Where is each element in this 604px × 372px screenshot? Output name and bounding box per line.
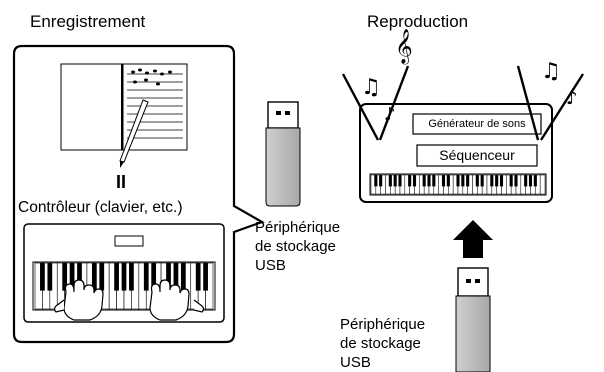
pen-icon [119,99,149,168]
note-head [133,80,137,84]
keyboard-controller-icon [23,223,225,323]
eighth-note-icon: ♪ [384,104,396,125]
usb-stick-1-body [265,127,301,207]
note-head [145,71,149,75]
usb-device-1-label-line-3: USB [255,257,286,274]
note-head [131,70,135,74]
note-head [168,70,172,74]
usb-stick-1-connector [267,101,299,129]
separator-symbol: II [116,172,127,192]
usb-stick-1-icon [265,101,301,207]
black-key [173,263,179,291]
score-staff-lines [127,73,183,139]
black-key [91,263,97,291]
white-key [539,174,546,195]
keyboard-black-keys [40,263,208,291]
black-key [62,263,68,291]
eighth-note-icon: ♪ [566,88,578,109]
usb-device-2-label-line-1: Périphérique [340,316,426,333]
black-key [456,175,460,187]
black-key [461,175,465,187]
black-key [480,175,484,187]
note-head [160,72,164,76]
black-key [533,175,537,187]
usb-stick-2-icon [455,267,491,372]
sequencer-box [416,144,538,167]
black-key [143,263,149,291]
beamed-note-icon: ♫ [361,75,381,100]
score-left-page [60,63,124,151]
usb-device-2-label: Périphérique de stockage USB [340,315,425,372]
black-key [408,175,412,187]
black-key [475,175,479,187]
treble-clef-icon: 𝄞 [395,29,413,65]
usb-stick-2-connector [457,267,489,297]
black-key [412,175,417,187]
black-key [490,175,494,187]
black-key [40,263,45,291]
black-key [114,263,119,291]
black-key [514,175,518,187]
black-key [398,175,402,187]
usb-device-1-label-line-2: de stockage [255,238,336,255]
black-key [180,263,186,291]
score-notes [131,68,172,86]
black-key [77,263,82,291]
tone-generator-label: Générateur de sons [428,118,526,130]
note-head [138,68,142,72]
instrument-black-keys [374,175,537,187]
sound-lines-left-icon [341,65,410,141]
black-key [393,175,397,187]
black-key [99,263,105,291]
black-key [441,175,446,187]
black-key [499,175,504,187]
black-key [166,263,171,291]
usb-stick-2-body [455,295,491,372]
keyboard-display [114,235,144,247]
instrument-icon: ♫ ♪ 𝄞 ♫ ♪ [341,29,585,203]
black-key [374,175,378,187]
playback-heading: Reproduction [367,12,469,31]
black-key [446,175,450,187]
recording-heading: Enregistrement [30,12,146,31]
black-key [379,175,383,187]
sound-lines-right-icon [516,65,585,141]
music-notes-icon: ♫ ♪ 𝄞 ♫ ♪ [361,29,578,125]
black-key [422,175,426,187]
black-key [432,175,436,187]
up-arrow-icon [453,220,493,258]
usb-device-1-label-line-1: Périphérique [255,219,341,236]
note-head [144,78,148,82]
beamed-note-icon: ♫ [541,59,561,84]
usb-device-2-label-line-2: de stockage [340,335,421,352]
black-key [509,175,513,187]
note-head [156,82,160,86]
black-key [129,263,134,291]
black-key [524,175,528,187]
black-key [47,263,53,291]
black-key [121,263,127,291]
left-hand-icon [53,279,104,321]
black-key [195,263,201,291]
note-head [153,69,157,73]
black-key [69,263,75,291]
controller-label: Contrôleur (clavier, etc.) [18,199,183,216]
black-key [466,175,470,187]
black-key [203,263,208,291]
black-key [427,175,431,187]
right-hand-icon [149,279,205,321]
sequencer-label: Séquenceur [439,147,515,163]
black-key [388,175,392,187]
tone-generator-box [412,113,542,135]
black-key [528,175,533,187]
usb-device-1-label: Périphérique de stockage USB [255,218,340,275]
black-key [495,175,499,187]
black-key [151,263,157,291]
usb-device-2-label-line-3: USB [340,354,371,371]
score-icon [60,63,188,151]
